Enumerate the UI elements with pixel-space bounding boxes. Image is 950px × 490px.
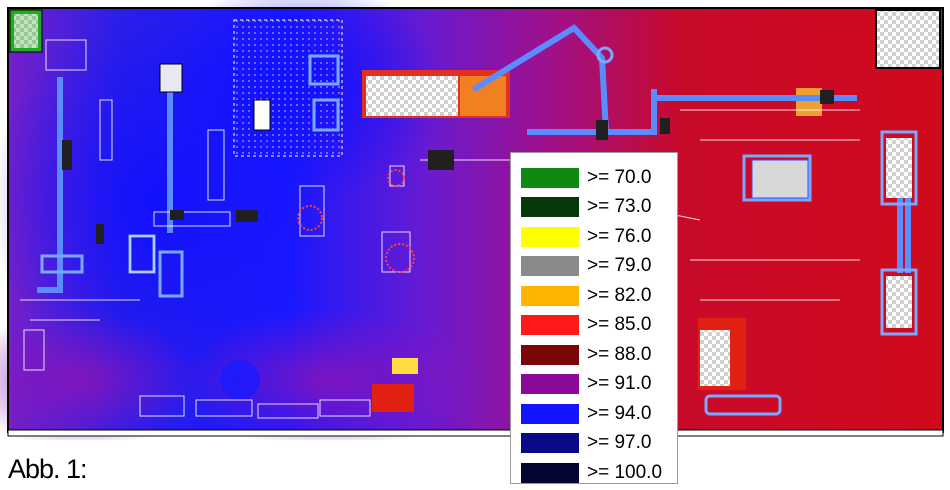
legend-label: >= 79.0: [587, 255, 652, 277]
legend-swatch: [521, 403, 579, 424]
legend-swatch: [521, 167, 579, 188]
legend-label: >= 76.0: [587, 225, 652, 247]
legend-item: >= 76.0: [521, 222, 677, 252]
legend-swatch: [521, 344, 579, 365]
legend-label: >= 88.0: [587, 343, 652, 365]
legend-label: >= 94.0: [587, 402, 652, 424]
legend-label: >= 97.0: [587, 432, 652, 454]
legend-item: >= 73.0: [521, 193, 677, 223]
figure-caption: Abb. 1:: [8, 454, 88, 484]
legend-label: >= 73.0: [587, 196, 652, 218]
legend-swatch: [521, 374, 579, 395]
legend-item: >= 85.0: [521, 311, 677, 341]
legend-item: >= 100.0: [521, 458, 677, 488]
legend-swatch: [521, 433, 579, 454]
legend-item: >= 79.0: [521, 252, 677, 282]
legend-label: >= 91.0: [587, 373, 652, 395]
legend-swatch: [521, 256, 579, 277]
legend-label: >= 85.0: [587, 314, 652, 336]
legend-item: >= 94.0: [521, 399, 677, 429]
legend-item: >= 70.0: [521, 163, 677, 193]
legend-label: >= 100.0: [587, 461, 663, 483]
noise-level-map: [0, 0, 944, 440]
legend-item: >= 97.0: [521, 429, 677, 459]
legend-swatch: [521, 462, 579, 483]
legend-item: >= 88.0: [521, 340, 677, 370]
legend-label: >= 70.0: [587, 166, 652, 188]
legend-item: >= 82.0: [521, 281, 677, 311]
legend-swatch: [521, 315, 579, 336]
legend-swatch: [521, 226, 579, 247]
legend-label: >= 82.0: [587, 284, 652, 306]
legend: >= 70.0 >= 73.0 >= 76.0 >= 79.0 >= 82.0 >= 85…: [510, 152, 678, 484]
legend-item: >= 91.0: [521, 370, 677, 400]
legend-swatch: [521, 197, 579, 218]
legend-swatch: [521, 285, 579, 306]
